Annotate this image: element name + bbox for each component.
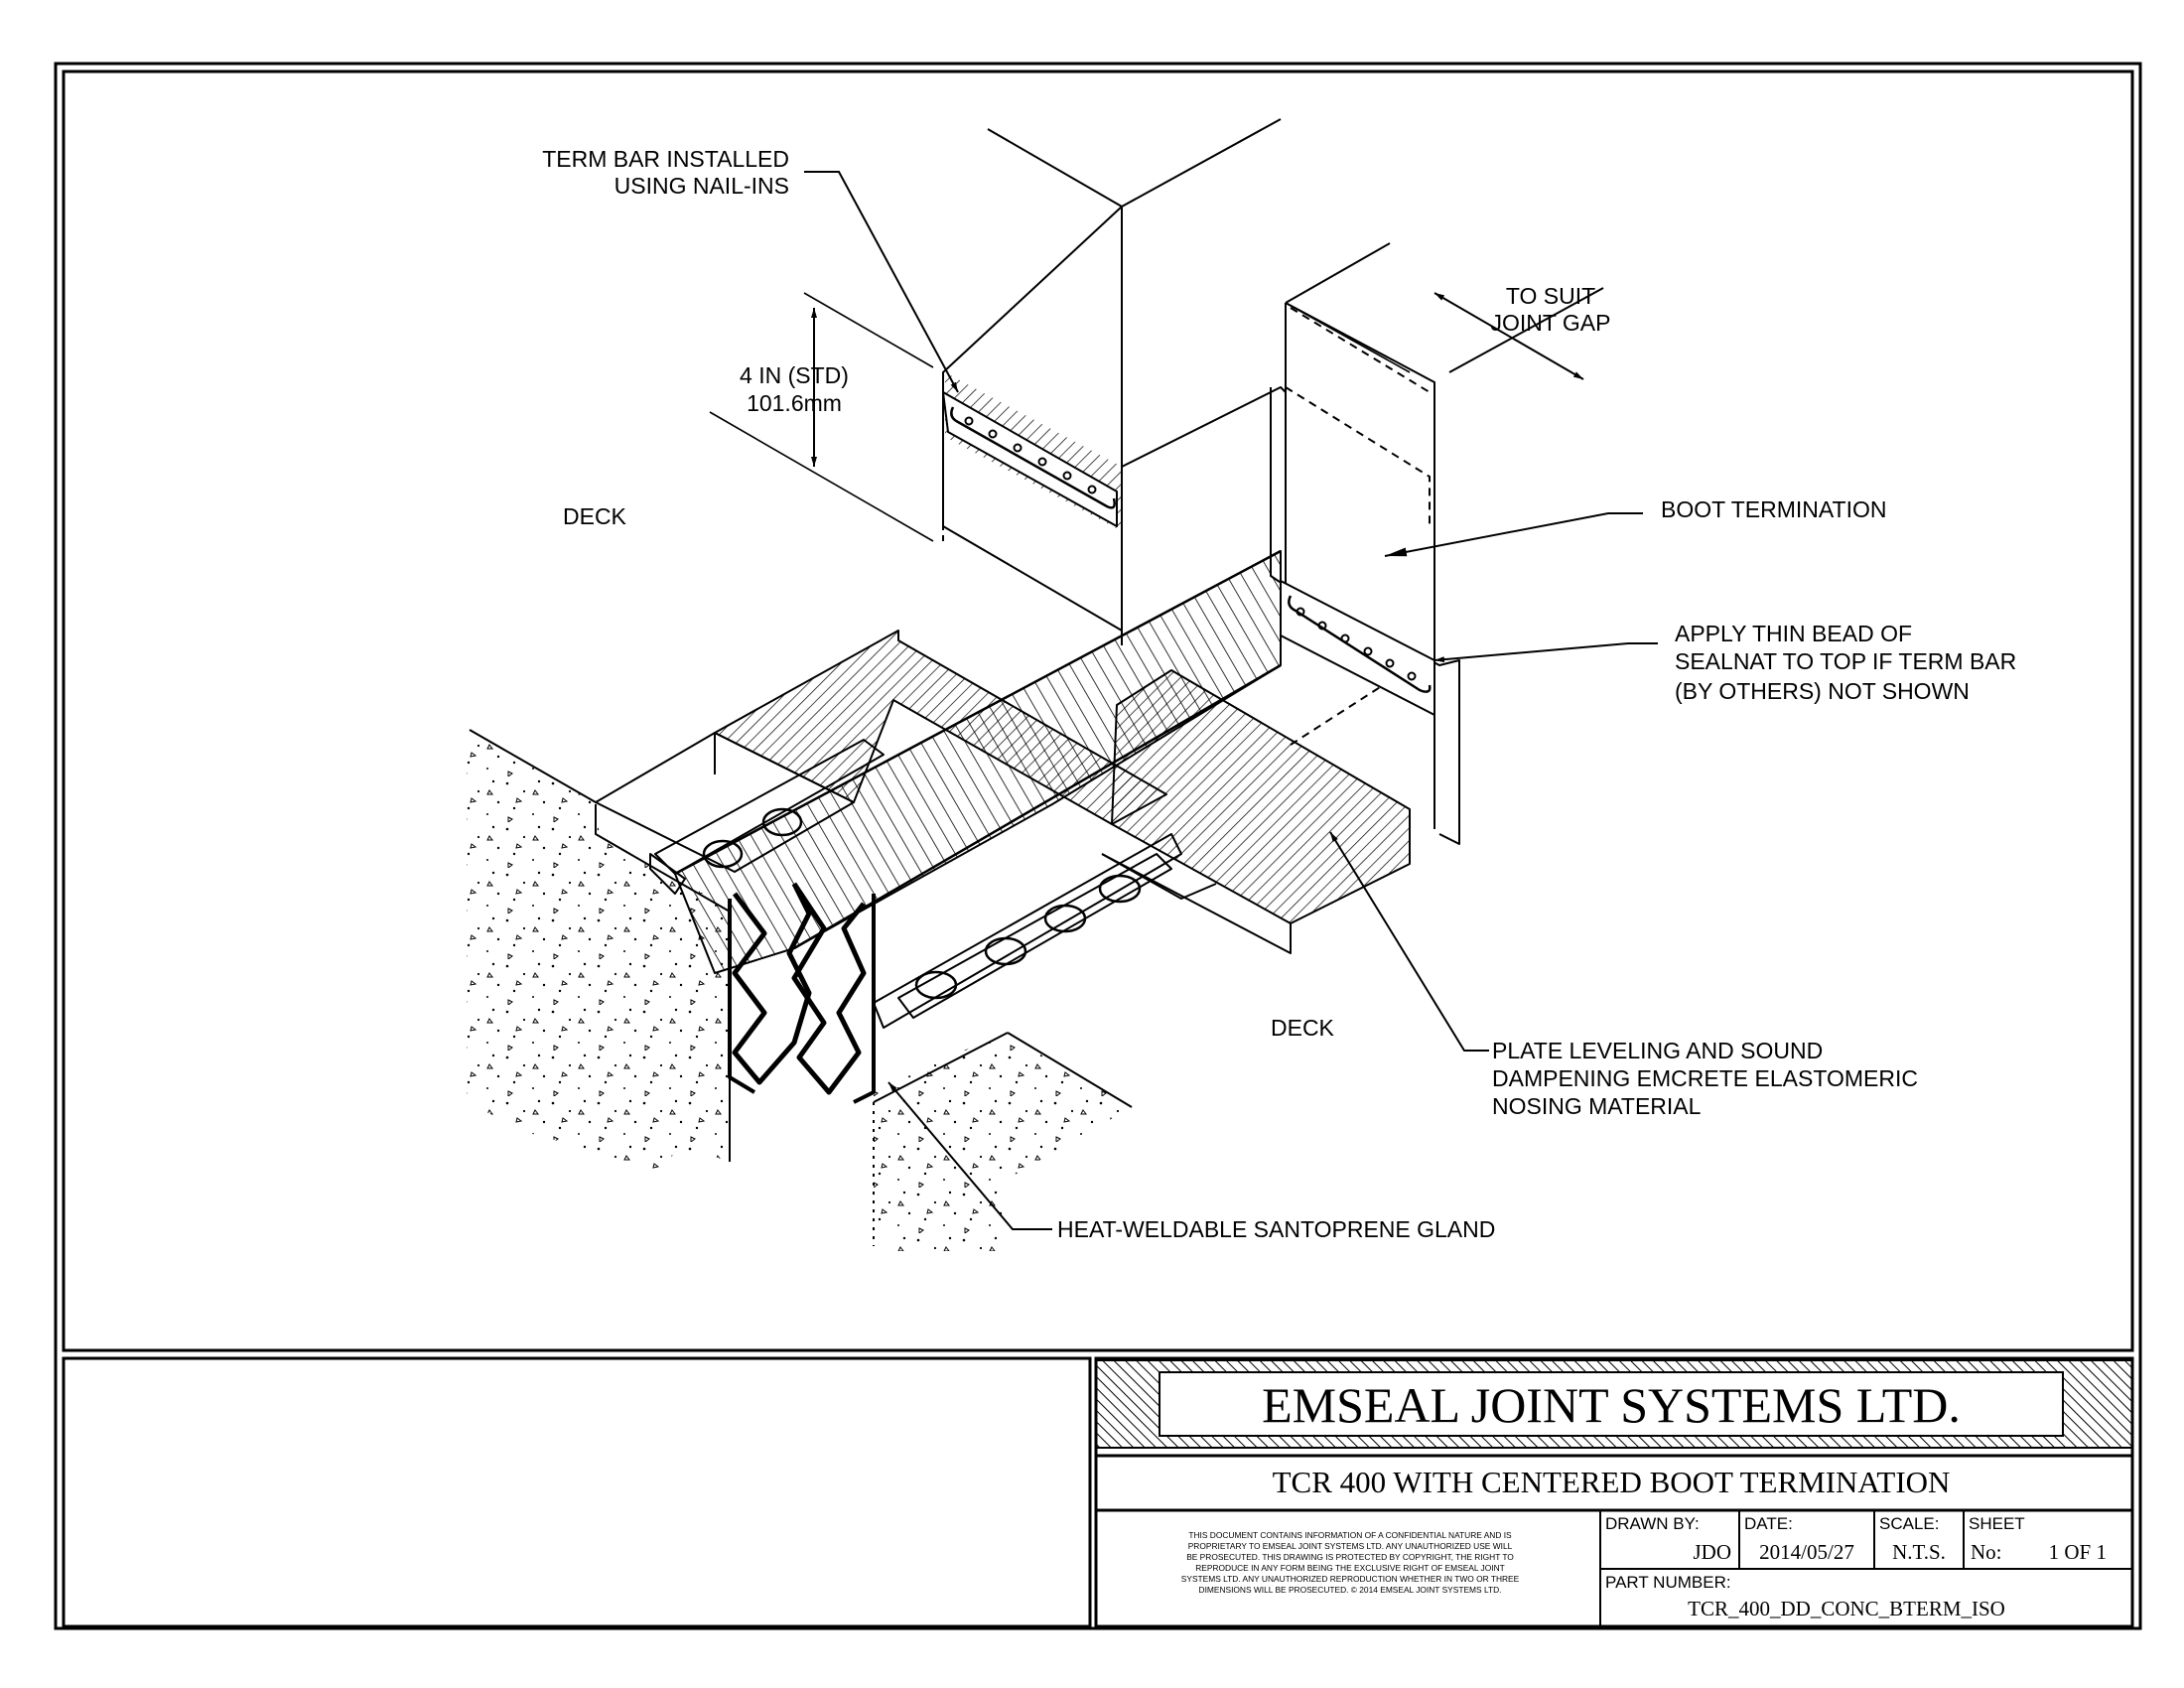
callout-sealnat-line2: SEALNAT TO TOP IF TERM BAR (1675, 648, 2016, 674)
notice-line4: REPRODUCE IN ANY FORM BEING THE EXCLUSIV… (1195, 1563, 1504, 1573)
drawn-by-label: DRAWN BY: (1605, 1514, 1700, 1533)
callout-term-bar-line2: USING NAIL-INS (614, 173, 789, 199)
term-bar-right (1280, 580, 1435, 716)
drawn-by-value: JDO (1693, 1540, 1731, 1564)
notice-line5: SYSTEMS LTD. ANY UNAUTHORIZED REPRODUCTI… (1181, 1574, 1520, 1584)
dimension-line-joint-gap (1433, 292, 1584, 380)
sheet-label: SHEET (1969, 1514, 2025, 1533)
date-label: DATE: (1744, 1514, 1793, 1533)
scale-value: N.T.S. (1892, 1540, 1946, 1564)
part-number-label: PART NUMBER: (1605, 1573, 1731, 1592)
outer-border (54, 62, 2142, 1630)
callout-term-bar-line1: TERM BAR INSTALLED (542, 146, 789, 172)
leader-lines (709, 171, 1658, 1230)
callout-boot-termination: BOOT TERMINATION (1661, 496, 1886, 522)
drawing-title: TCR 400 WITH CENTERED BOOT TERMINATION (1273, 1465, 1951, 1499)
callout-sealnat-line1: APPLY THIN BEAD OF (1675, 621, 1912, 646)
callout-plate-leveling-line1: PLATE LEVELING AND SOUND (1492, 1038, 1823, 1063)
right-concrete-section (874, 1033, 1132, 1251)
notice-line1: THIS DOCUMENT CONTAINS INFORMATION OF A … (1188, 1530, 1512, 1540)
right-deck-edge (1007, 1032, 1133, 1108)
term-bar-left (942, 391, 1118, 527)
notice-line3: BE PROSECUTED. THIS DRAWING IS PROTECTED… (1186, 1552, 1514, 1562)
callout-dimension-line1: 4 IN (STD) (740, 362, 849, 388)
company-name: EMSEAL JOINT SYSTEMS LTD. (1262, 1377, 1961, 1433)
callout-deck-right: DECK (1271, 1015, 1335, 1041)
notice-line6: DIMENSIONS WILL BE PROSECUTED. © 2014 EM… (1199, 1585, 1502, 1595)
left-deck-edge (469, 729, 597, 803)
part-number-value: TCR_400_DD_CONC_BTERM_ISO (1688, 1597, 2005, 1620)
sheet-no-value: 1 OF 1 (2049, 1540, 2107, 1564)
date-value: 2014/05/27 (1759, 1540, 1854, 1564)
callout-joint-gap-line2: JOINT GAP (1491, 310, 1611, 336)
drawing-area-border (62, 70, 2134, 1352)
gland-bellows (732, 882, 812, 1085)
notice-line2: PROPRIETARY TO EMSEAL JOINT SYSTEMS LTD.… (1188, 1541, 1513, 1551)
scale-label: SCALE: (1879, 1514, 1939, 1533)
callout-gland: HEAT-WELDABLE SANTOPRENE GLAND (1057, 1216, 1495, 1242)
title-block: EMSEAL JOINT SYSTEMS LTD. TCR 400 WITH C… (62, 1356, 2134, 1628)
callout-dimension-line2: 101.6mm (747, 390, 842, 416)
callout-plate-leveling-line2: DAMPENING EMCRETE ELASTOMERIC (1492, 1065, 1918, 1091)
blank-revision-box (62, 1356, 1092, 1628)
sheet-no-label: No: (1971, 1540, 2002, 1564)
callout-sealnat-line3: (BY OTHERS) NOT SHOWN (1675, 678, 1970, 704)
isometric-detail (467, 118, 1604, 1251)
left-concrete-section (467, 730, 730, 1172)
callout-deck-left: DECK (563, 503, 627, 529)
callout-joint-gap-line1: TO SUIT (1506, 283, 1595, 309)
callout-plate-leveling-line3: NOSING MATERIAL (1492, 1093, 1702, 1119)
